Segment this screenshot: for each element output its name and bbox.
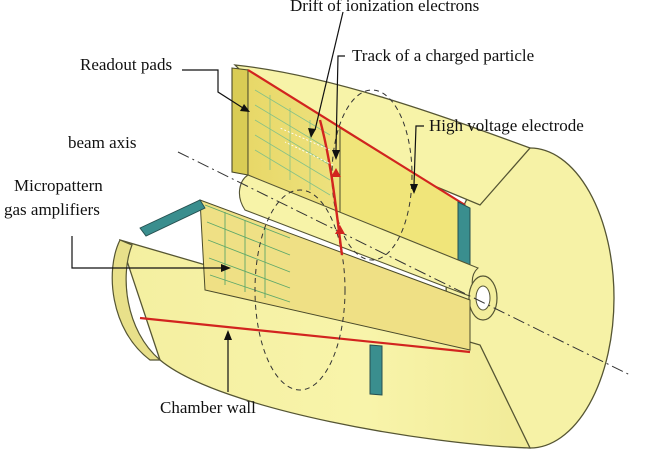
label-micropattern-1: Micropattern <box>14 176 103 195</box>
label-track: Track of a charged particle <box>352 46 534 65</box>
label-hv: High voltage electrode <box>429 116 584 135</box>
readout-pads-face <box>232 68 248 175</box>
label-readout: Readout pads <box>80 55 172 74</box>
label-beam-axis: beam axis <box>68 133 136 152</box>
label-chamber-wall: Chamber wall <box>160 398 256 417</box>
label-micropattern-2: gas amplifiers <box>4 200 100 219</box>
lower-end-strip <box>370 345 382 395</box>
label-drift: Drift of ionization electrons <box>290 0 479 15</box>
